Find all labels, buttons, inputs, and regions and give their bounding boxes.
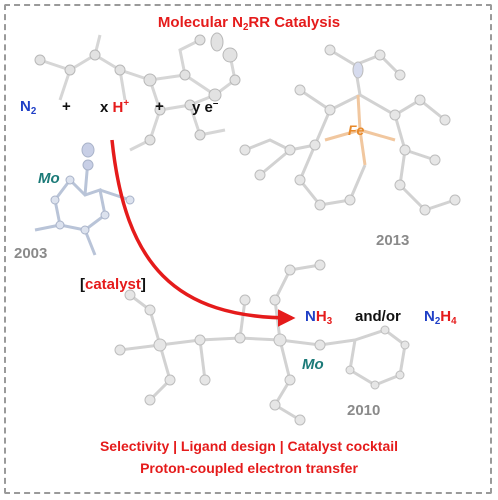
proton-term: x H+: [100, 98, 130, 116]
dashed-frame: [4, 4, 492, 494]
mo-complex-bottom-atoms: [114, 259, 410, 426]
year-2013: 2013: [376, 232, 410, 249]
footer-line-2: Proton-coupled electron transfer: [140, 460, 358, 476]
product-n2h4: N2H4: [424, 308, 457, 327]
year-2010: 2010: [347, 402, 381, 419]
mo-complex-left-atoms: [50, 142, 135, 235]
reactant-n2: N2: [20, 98, 37, 117]
plus-sign-1: +: [62, 98, 71, 115]
plus-sign-2: +: [155, 98, 164, 115]
mo-label-bottom: Mo: [302, 356, 324, 373]
reaction-arrow: [110, 139, 296, 327]
footer-line-1: Selectivity | Ligand design | Catalyst c…: [99, 438, 399, 454]
and-or-label: and/or: [355, 308, 401, 325]
fe-complex-core: [324, 94, 396, 166]
catalyst-label: [catalyst]: [80, 276, 146, 293]
product-nh3: NH3: [305, 308, 333, 327]
fe-complex-atoms: [239, 44, 461, 216]
fe-label: Fe: [348, 122, 365, 138]
year-2003: 2003: [14, 245, 48, 262]
structure-top-left-atoms: [34, 32, 241, 146]
electron-term: y e–: [192, 98, 219, 116]
mo-label-left: Mo: [38, 170, 60, 187]
structure-top-left: [39, 34, 237, 152]
title: Molecular N2RR Catalysis: [157, 14, 341, 33]
